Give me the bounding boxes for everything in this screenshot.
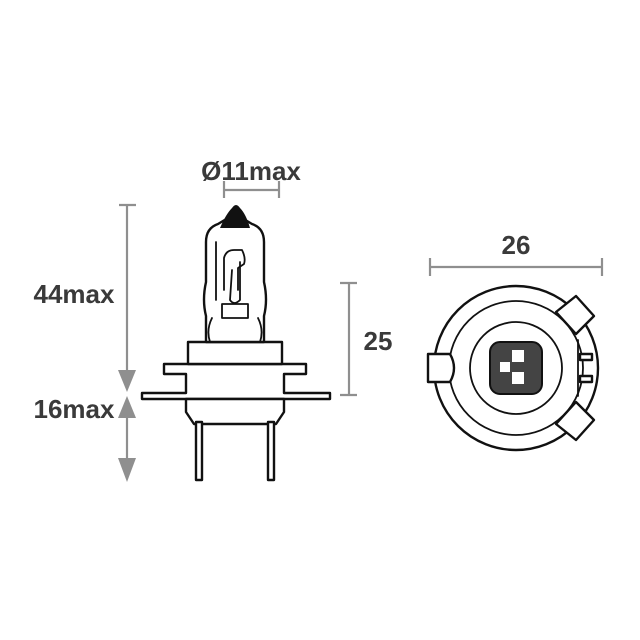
pin-right <box>266 420 276 482</box>
filament-shield <box>223 249 246 291</box>
filament <box>229 261 241 304</box>
flange-height-dimension: 25 <box>340 281 393 397</box>
diameter-label: Ø11max <box>201 156 301 186</box>
capsule-neck-lines <box>207 241 263 343</box>
width-dimension: 26 <box>428 230 604 276</box>
filament-base <box>221 303 249 319</box>
flange-plate <box>140 362 332 401</box>
diameter-dimension: Ø11max <box>201 156 301 198</box>
right-pin-top <box>578 352 594 362</box>
right-pin-bottom <box>578 374 594 384</box>
socket-block <box>489 341 543 395</box>
height-base-dimension: 16max <box>34 394 136 482</box>
top-right-tab <box>554 294 596 336</box>
bottom-view: 26 <box>426 230 604 452</box>
pin-left <box>194 420 204 482</box>
height-base-label: 16max <box>34 394 115 424</box>
height-top-label: 44max <box>34 279 115 309</box>
flange-height-label: 25 <box>364 326 393 356</box>
left-tab <box>426 352 456 384</box>
socket-contact-bottom <box>512 372 524 384</box>
collar <box>186 340 284 366</box>
socket-contact-left <box>500 362 510 372</box>
width-label: 26 <box>502 230 531 260</box>
socket-contact-top <box>512 350 524 362</box>
side-view: Ø11max 44max 16max 25 <box>34 156 393 482</box>
glass-capsule <box>202 207 268 344</box>
socket-ring <box>469 321 563 415</box>
capsule-tip <box>220 205 250 228</box>
bottom-right-tab <box>554 400 596 442</box>
height-top-dimension: 44max <box>34 203 136 392</box>
lower-body <box>184 397 286 426</box>
